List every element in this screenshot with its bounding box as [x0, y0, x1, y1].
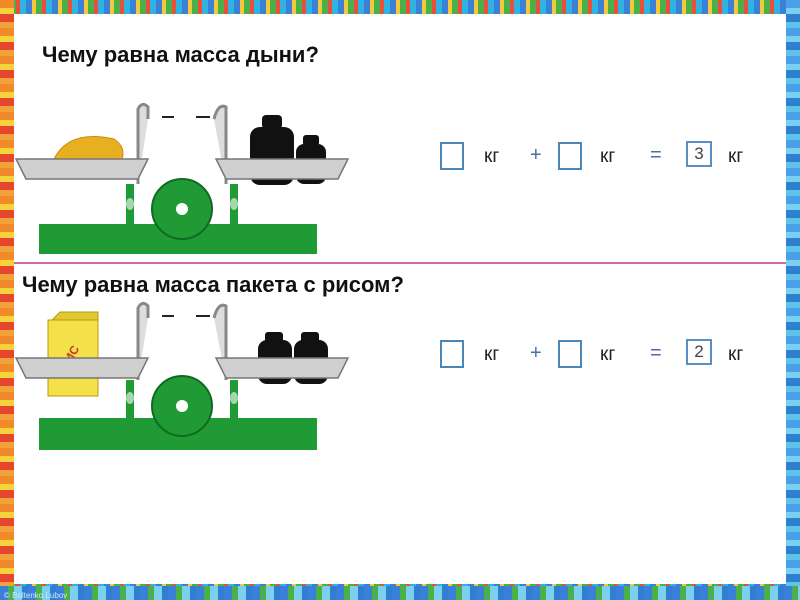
- decorative-border-left: [0, 0, 14, 600]
- section-divider: [14, 262, 786, 264]
- plus-sign: +: [530, 342, 542, 364]
- rice-packet: РИС: [47, 311, 99, 397]
- balance-scale-rice: РИС 1 1: [14, 298, 354, 468]
- slide: Чему равна масса дыни? 2: [14, 14, 786, 584]
- scale-wheel-center: [176, 203, 188, 215]
- decorative-border-right: [786, 0, 800, 600]
- question-melon: Чему равна масса дыни?: [42, 42, 319, 67]
- decorative-border-bottom: [0, 586, 800, 600]
- scale-pan-right: [214, 357, 350, 379]
- unit-label: кг: [484, 344, 500, 365]
- question-rice: Чему равна масса пакета с рисом?: [22, 272, 404, 297]
- answer-box-total: 3: [686, 141, 712, 167]
- watermark: © Boltenko Lubov: [4, 591, 68, 600]
- plus-sign: +: [530, 144, 542, 166]
- scale-pan-left: [14, 357, 150, 379]
- scale-pan-left: [14, 158, 150, 180]
- scale-wheel-center: [176, 400, 188, 412]
- equation-melon: кг + кг = 3 кг: [440, 138, 770, 178]
- equals-sign: =: [650, 144, 662, 166]
- balance-scale-melon: 2 1: [14, 99, 354, 269]
- answer-box-total: 2: [686, 339, 712, 365]
- equation-rice: кг + кг = 2 кг: [440, 336, 770, 376]
- answer-box-first[interactable]: [440, 340, 464, 368]
- unit-label: кг: [728, 344, 744, 365]
- unit-label: кг: [484, 146, 500, 167]
- unit-label: кг: [600, 146, 616, 167]
- scale-pan-right: [214, 158, 350, 180]
- unit-label: кг: [600, 344, 616, 365]
- answer-box-first[interactable]: [440, 142, 464, 170]
- answer-box-second[interactable]: [558, 340, 582, 368]
- melon: [53, 136, 124, 160]
- unit-label: кг: [728, 146, 744, 167]
- equals-sign: =: [650, 342, 662, 364]
- answer-box-second[interactable]: [558, 142, 582, 170]
